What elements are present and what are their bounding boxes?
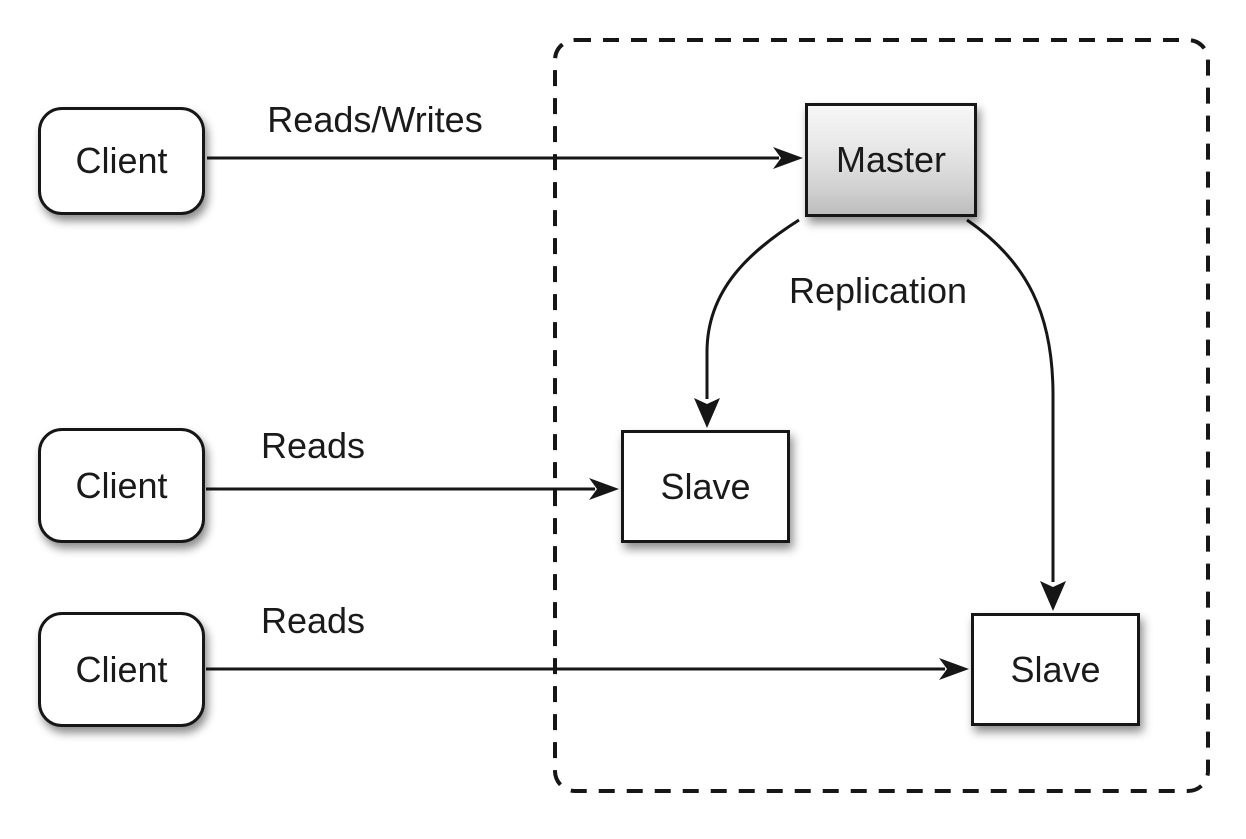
slave-left-label: Slave	[660, 465, 751, 507]
client-top-label: Client	[75, 140, 168, 181]
replication-boundary	[553, 38, 1210, 793]
client-bottom-label: Client	[75, 648, 168, 690]
replication-right-arrow	[966, 218, 1066, 611]
reads-middle-arrow	[206, 478, 619, 500]
reads-bottom-label: Reads	[260, 600, 366, 641]
slave-right-label: Slave	[1010, 648, 1101, 690]
slave-node-right: Slave	[971, 613, 1140, 726]
replication-left-arrow	[694, 218, 800, 428]
reads-middle-label: Reads	[260, 425, 366, 466]
reads-writes-label: Reads/Writes	[267, 99, 483, 140]
client-node-middle: Client	[38, 428, 205, 543]
reads-bottom-arrow	[206, 658, 969, 680]
client-middle-label: Client	[75, 464, 168, 506]
master-node: Master	[805, 103, 977, 217]
client-node-bottom: Client	[38, 612, 205, 727]
reads-writes-arrow	[207, 147, 803, 169]
client-node-top: Client	[38, 107, 205, 215]
slave-node-left: Slave	[621, 430, 790, 543]
replication-label: Replication	[788, 270, 968, 311]
master-label: Master	[835, 139, 947, 180]
